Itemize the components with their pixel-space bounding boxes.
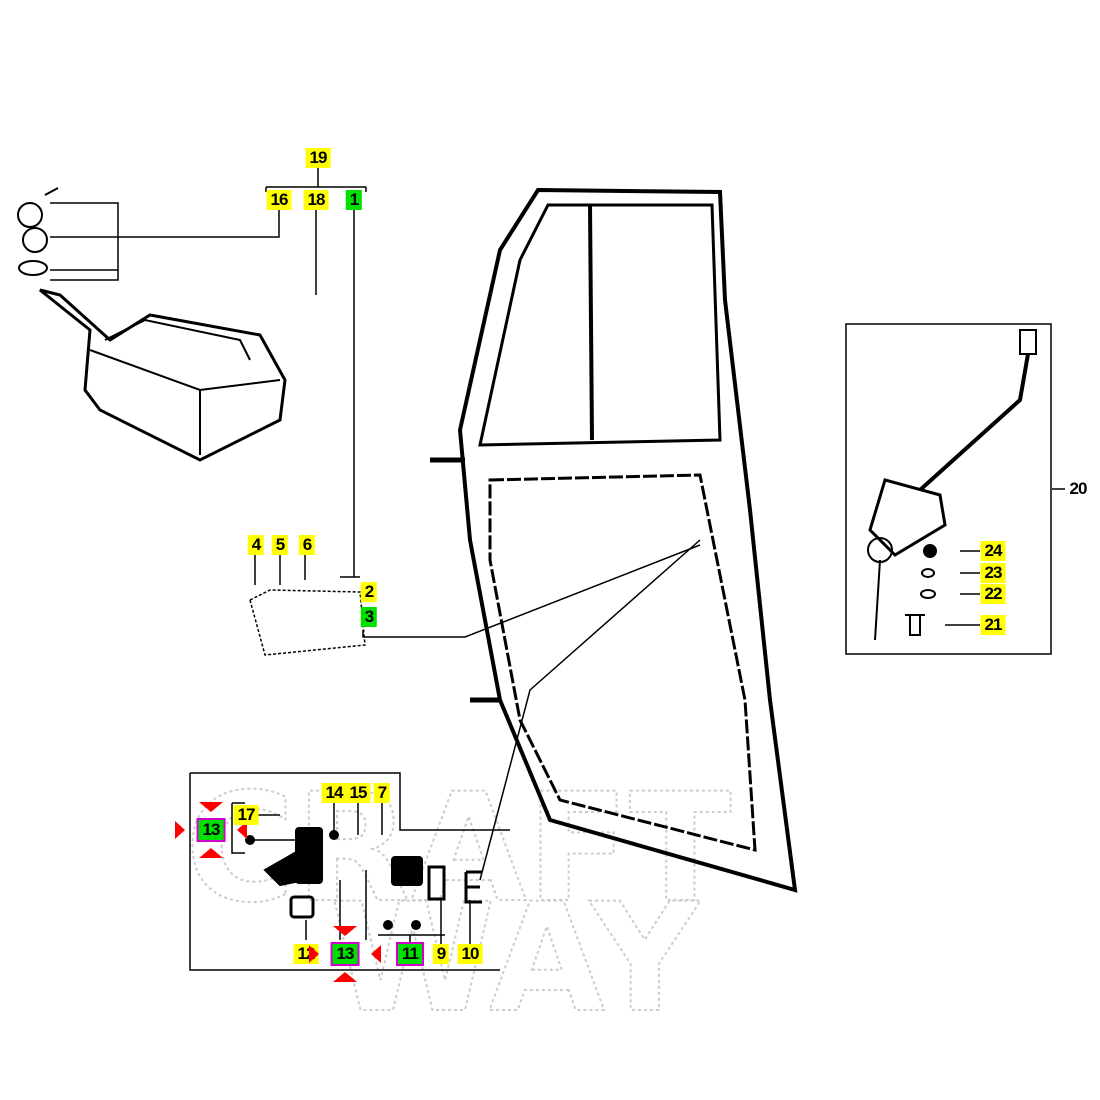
ignition-switch-box (845, 323, 1052, 655)
callout-label-13b[interactable]: 13 (330, 942, 360, 966)
callout-label-22[interactable]: 22 (980, 584, 1006, 604)
ignition-switch-drawing (867, 329, 1037, 641)
lock-parts-box (189, 772, 510, 971)
callout-label-5[interactable]: 5 (271, 535, 289, 555)
selection-marker-icon (199, 848, 223, 858)
callout-label-14[interactable]: 14 (321, 783, 347, 803)
watermark: CRAFT WAY (184, 761, 732, 1047)
callout-label-11[interactable]: 11 (396, 942, 424, 966)
selection-marker-icon (237, 821, 247, 839)
svg-text:CRAFT: CRAFT (185, 762, 731, 936)
callout-label-9[interactable]: 9 (432, 944, 450, 964)
callout-label-21[interactable]: 21 (980, 615, 1006, 635)
lock-parts-drawing (245, 827, 482, 930)
callout-label-1[interactable]: 1 (345, 190, 363, 210)
selection-marker-icon (333, 926, 357, 936)
callout-label-20[interactable]: 20 (1069, 479, 1088, 498)
callout-label-3[interactable]: 3 (360, 607, 378, 627)
callout-label-18[interactable]: 18 (303, 190, 329, 210)
callout-label-23[interactable]: 23 (980, 563, 1006, 583)
callout-label-2[interactable]: 2 (360, 582, 378, 602)
callout-label-10[interactable]: 10 (457, 944, 483, 964)
selection-marker-icon (371, 945, 381, 963)
callout-label-13a[interactable]: 13 (196, 818, 226, 842)
callout-label-17[interactable]: 17 (233, 805, 259, 825)
callout-label-24[interactable]: 24 (980, 541, 1006, 561)
callout-label-6[interactable]: 6 (298, 535, 316, 555)
callout-label-15[interactable]: 15 (345, 783, 371, 803)
door-drawing (430, 187, 798, 893)
selection-marker-icon (175, 821, 185, 839)
selection-marker-icon (309, 945, 319, 963)
callout-label-7[interactable]: 7 (373, 783, 391, 803)
leader-lines (50, 168, 1065, 656)
selection-marker-icon (199, 802, 223, 812)
fuel-tank-drawing (17, 187, 287, 462)
callout-label-4[interactable]: 4 (247, 535, 265, 555)
callout-label-19[interactable]: 19 (305, 148, 331, 168)
svg-text:WAY: WAY (330, 872, 701, 1046)
callout-label-16[interactable]: 16 (266, 190, 292, 210)
selection-marker-icon (333, 972, 357, 982)
